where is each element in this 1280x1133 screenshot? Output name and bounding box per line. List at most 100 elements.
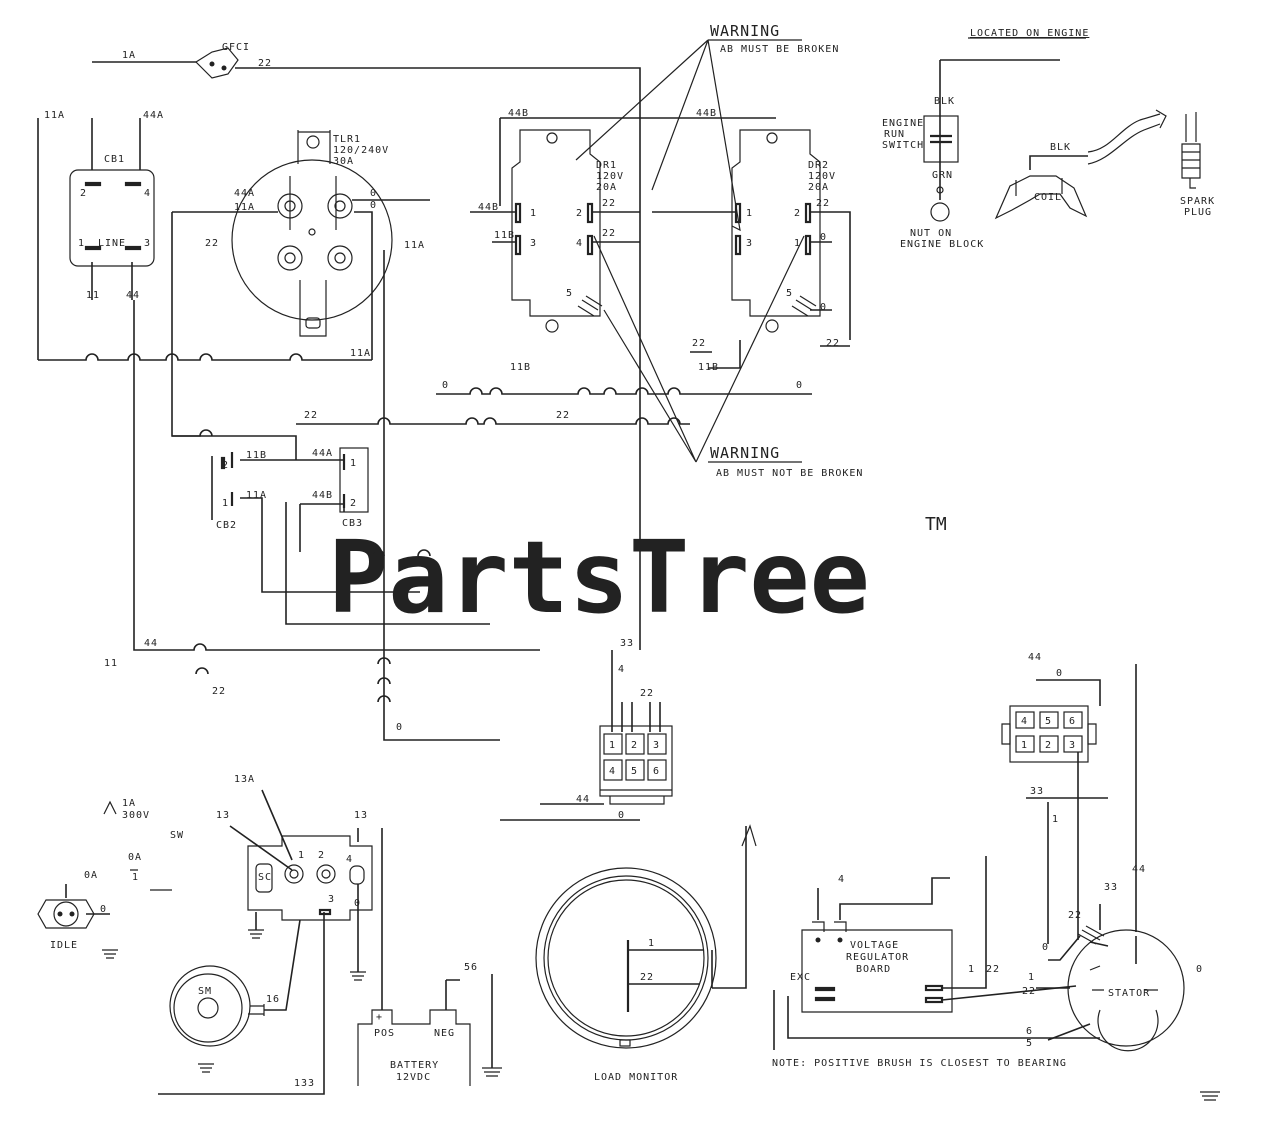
cb1-wire-44: 44 — [126, 290, 140, 301]
dr1-terminal-2: 2 — [576, 208, 583, 219]
ign-fuse-note-1: 1A — [122, 798, 136, 809]
misc-wire-0: 0 — [396, 722, 403, 733]
dr2-wire-11b: 11B — [698, 362, 719, 373]
stator-wire-33: 33 — [1104, 882, 1118, 893]
conn-right-wire-33: 33 — [1030, 786, 1044, 797]
spark-plug-2: PLUG — [1184, 207, 1212, 218]
dr2-terminal-2: 2 — [794, 208, 801, 219]
vreg-wire-22: 22 — [986, 964, 1000, 975]
connector-left: 1 2 3 4 5 6 4 22 44 0 — [500, 650, 673, 821]
battery-line-1: BATTERY — [390, 1060, 439, 1071]
misc-wire-44: 44 — [144, 638, 158, 649]
ign-wire-13c: 13 — [354, 810, 368, 821]
vreg-wire-1: 1 — [968, 964, 975, 975]
vreg-side: EXC — [790, 972, 811, 983]
cb2-label: CB2 — [216, 520, 237, 531]
dr1-wire-11b: 11B — [494, 230, 515, 241]
conn-left-pin-4: 4 — [609, 766, 616, 777]
tlr1-wire-11a-c: 11A — [350, 348, 371, 359]
dr2-line-2: 120V — [808, 171, 836, 182]
cb3-wire-44a: 44A — [312, 448, 333, 459]
dr1-terminal-5: 5 — [566, 288, 573, 299]
gfci-label: GFCI — [222, 42, 250, 53]
bus-wire-22a: 22 — [304, 410, 318, 421]
warning-top: WARNING AB MUST BE BROKEN — [575, 22, 838, 232]
dr1-receptacle: 44B DR1 120V 20A 44B 11B 1 3 2 4 22 22 5… — [470, 108, 776, 373]
engine-ground-2: ENGINE BLOCK — [900, 239, 984, 250]
stator-wire-1: 1 — [1028, 972, 1035, 983]
cb2-cb3-breakers: 2 1 11B 11A CB2 1 2 44A 44B CB3 44 11 22… — [104, 300, 634, 733]
ign-fuse-note-2: 300V — [122, 810, 150, 821]
conn-right-pin-6: 6 — [1069, 716, 1076, 727]
battery-line-2: 12VDC — [396, 1072, 431, 1083]
stator-wire-22: 22 — [1068, 910, 1082, 921]
dr1-terminal-4: 4 — [576, 238, 583, 249]
dr2-terminal-4: 1 — [794, 238, 801, 249]
voltage-regulator: 4 VOLTAGE REGULATOR BOARD EXC 1 22 — [773, 856, 1100, 1050]
warning-bottom-text: AB MUST NOT BE BROKEN — [716, 468, 863, 479]
dr2-wire-22b: 22 — [692, 338, 706, 349]
main-bus: 0 0 22 22 — [38, 353, 812, 437]
dr1-line-3: 20A — [596, 182, 617, 193]
engine-blk-top: BLK — [934, 96, 955, 107]
dr1-wire-22: 22 — [602, 198, 616, 209]
load-monitor-label: LOAD MONITOR — [594, 1072, 678, 1083]
spark-plug-1: SPARK — [1180, 196, 1215, 207]
brush-note: NOTE: POSITIVE BRUSH IS CLOSEST TO BEARI… — [772, 1058, 1067, 1069]
stator-wire-22b: 22 — [1022, 986, 1036, 997]
dr1-wire-44b: 44B — [508, 108, 529, 119]
ignition-area: 1A 300V SW 0A 1 0A 0 IDLE 13A 13 13 SC 1… — [37, 774, 383, 1095]
tlr1-wire-0b: 0 — [370, 200, 377, 211]
ign-wire-0a: 0A — [128, 852, 142, 863]
tlr1-line-3: 30A — [333, 156, 354, 167]
vreg-line-2: REGULATOR — [846, 952, 909, 963]
engine-coil: COIL — [1034, 192, 1062, 203]
dr2-receptacle: 44B DR2 120V 20A 1 3 2 1 22 0 0 5 22 11B… — [652, 108, 851, 373]
conn-left-pin-6: 6 — [653, 766, 660, 777]
conn-left-wire-22: 22 — [640, 688, 654, 699]
stator-wire-5: 5 — [1026, 1038, 1033, 1049]
conn-left-wire-0: 0 — [618, 810, 625, 821]
conn-right-pin-5: 5 — [1045, 716, 1052, 727]
cb2-terminal-2: 2 — [222, 460, 229, 471]
dr2-wire-22c: 22 — [826, 338, 840, 349]
conn-right-pin-1: 1 — [1021, 740, 1028, 751]
cb3-wire-44b: 44B — [312, 490, 333, 501]
cb1-wire-11: 11 — [86, 290, 100, 301]
watermark-brand: PartsTree — [328, 519, 870, 636]
ign-solenoid: SM — [198, 986, 212, 997]
vreg-line-3: BOARD — [856, 964, 891, 975]
dr1-line-1: DR1 — [596, 160, 617, 171]
tlr1-wire-22: 22 — [205, 238, 219, 249]
tlr1-line-2: 120/240V — [333, 145, 389, 156]
warning-bottom: WARNING AB MUST NOT BE BROKEN — [593, 235, 863, 479]
tlr1-receptacle: TLR1 120/240V 30A 44A 11A 0 0 22 11A 11A — [171, 130, 500, 741]
engine-area: LOCATED ON ENGINE BLK ENGINE RUN SWITCH … — [882, 28, 1215, 250]
ign-wire-13a: 13A — [234, 774, 255, 785]
ign-relay-t4: 4 — [346, 854, 353, 865]
tlr1-wire-11a-b: 11A — [404, 240, 425, 251]
ign-relay-sc: SC — [258, 872, 272, 883]
ign-idle: IDLE — [50, 940, 78, 951]
cb1-terminal-3: 3 — [144, 238, 151, 249]
battery-pos: POS — [374, 1028, 395, 1039]
conn-right-pin-2: 2 — [1045, 740, 1052, 751]
dr2-line-3: 20A — [808, 182, 829, 193]
stator-wire-0: 0 — [1042, 942, 1049, 953]
misc-wire-33: 33 — [620, 638, 634, 649]
warning-top-title: WARNING — [710, 22, 780, 40]
engine-run-2: RUN — [884, 129, 905, 140]
cb1-wire-44a: 44A — [143, 110, 164, 121]
load-monitor-wire-22: 22 — [640, 972, 654, 983]
dr1-terminal-1: 1 — [530, 208, 537, 219]
watermark: PartsTree TM — [328, 514, 947, 636]
engine-header: LOCATED ON ENGINE — [970, 28, 1089, 39]
ign-relay-t3: 3 — [328, 894, 335, 905]
cb1-terminal-1: 1 — [78, 238, 85, 249]
ground-symbol — [1200, 1091, 1220, 1101]
cb2-wire-11a: 11A — [246, 490, 267, 501]
battery: + POS NEG BATTERY 12VDC 56 — [357, 962, 502, 1086]
dr2-terminal-1: 1 — [746, 208, 753, 219]
stator: STATOR 44 33 22 0 1 22 0 6 5 — [1022, 864, 1202, 1052]
conn-right-pin-4: 4 — [1021, 716, 1028, 727]
